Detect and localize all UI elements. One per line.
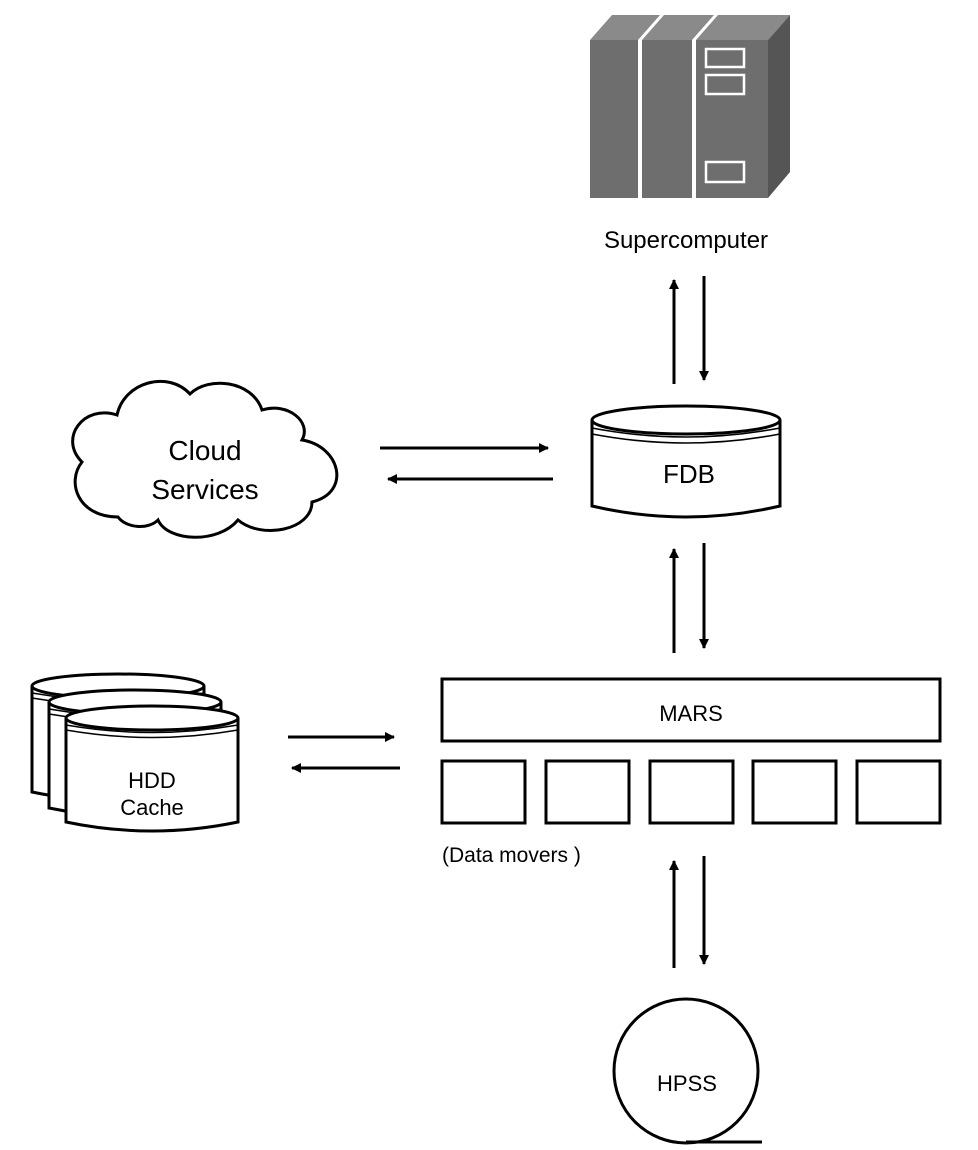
hdd-cache-icon <box>30 672 240 833</box>
hdd-cache-label-line2: Cache <box>120 795 184 820</box>
data-mover-box <box>440 759 527 825</box>
hpss-label: HPSS <box>657 1071 717 1096</box>
mars-box <box>440 677 942 743</box>
arrows-hdd-mars <box>288 732 400 773</box>
data-mover-box <box>751 759 838 825</box>
arrows-mars-fdb <box>669 543 709 653</box>
supercomputer-icon <box>590 15 790 198</box>
arrows-fdb-supercomputer <box>669 276 709 384</box>
mars-label: MARS <box>659 701 723 726</box>
fdb-label: FDB <box>663 459 715 489</box>
data-movers-label: (Data movers ) <box>442 844 581 867</box>
hdd-cache-label-line1: HDD <box>128 768 176 793</box>
cloud-services-label-line2: Services <box>151 474 258 505</box>
data-movers <box>440 759 942 825</box>
data-mover-box <box>544 759 631 825</box>
data-mover-box <box>648 759 735 825</box>
cloud-services-label-line1: Cloud <box>168 435 241 466</box>
arrows-hpss-mars <box>669 856 709 968</box>
arrows-cloud-fdb <box>380 443 553 484</box>
hpss-tape-icon <box>612 997 762 1145</box>
supercomputer-label: Supercomputer <box>604 227 768 254</box>
fdb-database-icon <box>590 404 782 519</box>
cloud-icon <box>71 379 339 539</box>
data-mover-box <box>855 759 942 825</box>
